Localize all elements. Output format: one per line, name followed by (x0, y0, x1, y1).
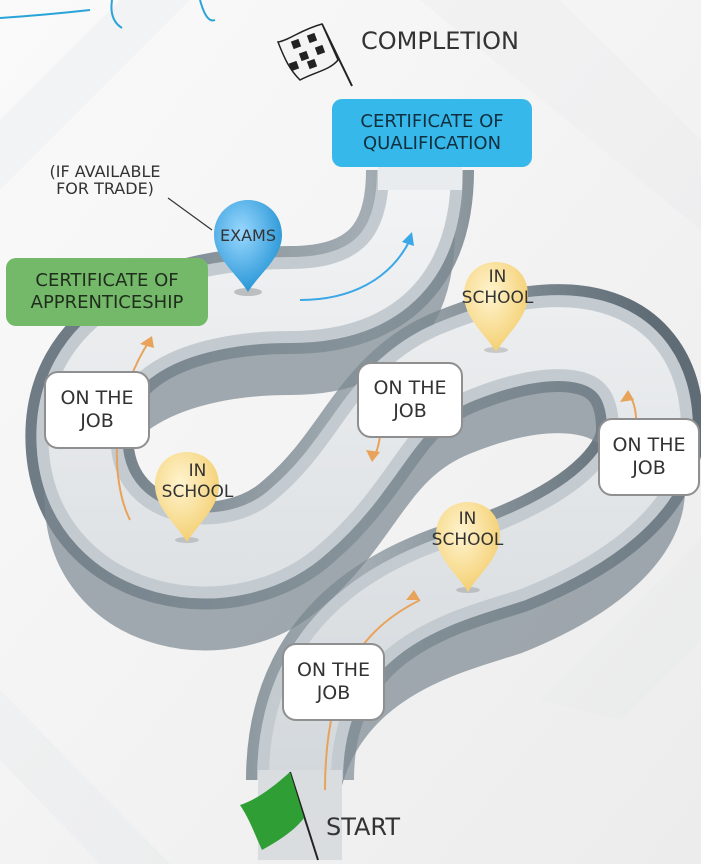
start-flag-icon (240, 771, 319, 861)
certificate-of-apprenticeship-box: CERTIFICATE OF APPRENTICESHIP (6, 258, 208, 326)
completion-label: COMPLETION (361, 27, 519, 56)
exam-arrowhead (402, 232, 414, 246)
on-the-job-box-right: ON THE JOB (598, 418, 700, 496)
exams-pin-icon (214, 200, 282, 296)
exam-arrow (299, 239, 411, 301)
note-leader-line (167, 197, 213, 231)
on-the-job-box-middle: ON THE JOB (357, 362, 463, 438)
in-school-label-left: IN SCHOOL (161, 461, 234, 502)
in-school-pin-icon (155, 452, 219, 543)
in-school-pin-icon (464, 262, 528, 353)
exams-label: EXAMS (220, 226, 276, 246)
certificate-of-qualification-box: CERTIFICATE OF QUALIFICATION (332, 99, 532, 167)
on-the-job-box-left: ON THE JOB (44, 371, 150, 449)
in-school-pin-icon (436, 502, 500, 593)
start-label: START (325, 813, 401, 842)
in-school-label-top: IN SCHOOL (461, 267, 534, 308)
completion-flag-icon (276, 23, 353, 87)
heading-fragment (0, 0, 216, 29)
if-available-note: (IF AVAILABLE FOR TRADE) (49, 162, 161, 198)
on-the-job-box-bottom: ON THE JOB (282, 643, 385, 721)
flow-arrowheads (140, 336, 634, 600)
in-school-label-right: IN SCHOOL (431, 509, 504, 550)
